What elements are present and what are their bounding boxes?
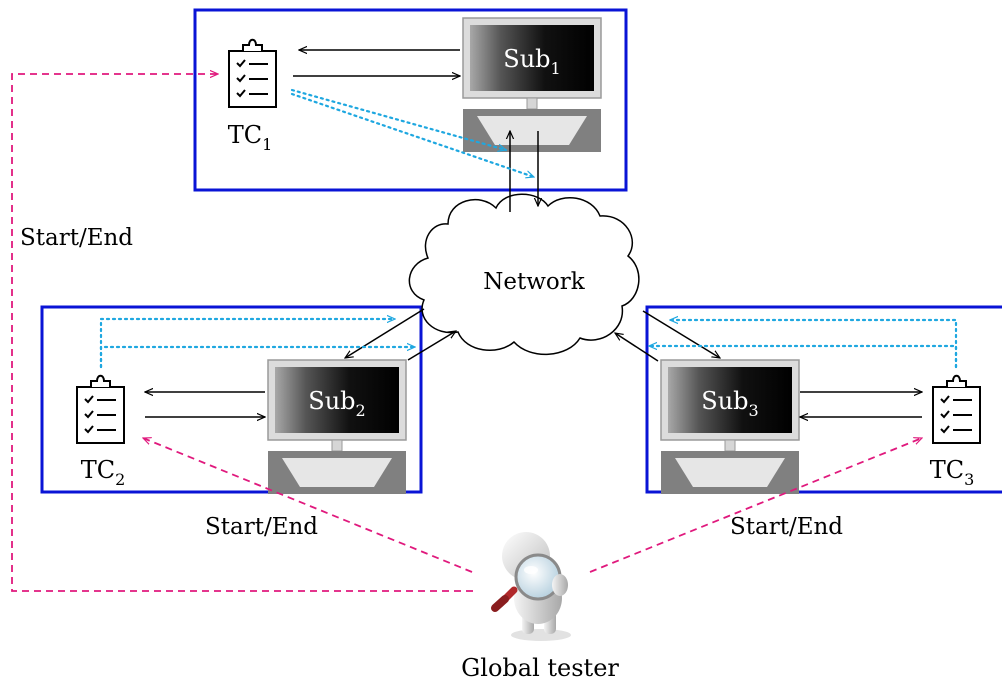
control-arrows: [11, 74, 922, 592]
network-message-arrows: [345, 131, 720, 362]
subsystem-2-computer: Sub2: [267, 359, 407, 495]
network-cloud: Network: [408, 193, 640, 355]
tc-2-clipboard-icon: [76, 374, 125, 444]
subsystem-box-2: [40, 305, 423, 494]
global-tester-label: Global tester: [461, 654, 619, 682]
subsystem-box-1: [193, 8, 628, 192]
sub-3-label: Sub3: [701, 387, 758, 420]
start-end-label-tc2: Start/End: [205, 514, 318, 540]
sub-2-label: Sub2: [308, 387, 365, 420]
tc-1-clipboard-icon: [228, 38, 277, 108]
network-label: Network: [483, 269, 586, 295]
tc-3-label: TC3: [930, 456, 975, 489]
sub-1-label: Sub1: [503, 45, 560, 78]
subsystem-box-3: [645, 305, 1002, 494]
observation-arrows: [99, 88, 958, 369]
start-end-label-tc3: Start/End: [730, 514, 843, 540]
tc-1-label: TC1: [228, 121, 273, 154]
subsystem-3-computer: Sub3: [660, 359, 800, 495]
tc-sub-message-arrows: [145, 50, 922, 417]
tc-3-clipboard-icon: [932, 374, 981, 444]
global-tester-figure-icon: [491, 532, 571, 641]
start-end-label-tc1: Start/End: [20, 225, 133, 251]
subsystem-1-computer: Sub1: [462, 17, 602, 153]
tc-2-label: TC2: [81, 456, 126, 489]
